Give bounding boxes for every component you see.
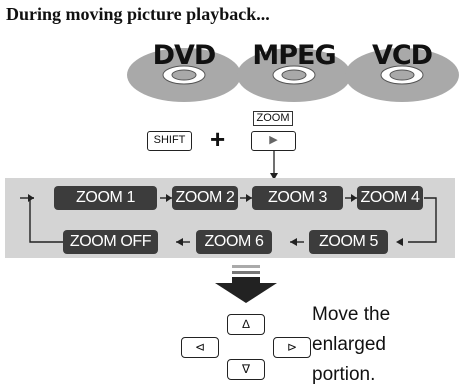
down-key[interactable]: ∇ <box>227 359 265 380</box>
left-key[interactable]: ⊲ <box>181 337 219 358</box>
zoom-key-caption: ZOOM <box>253 111 293 126</box>
plus-sign: + <box>210 124 226 154</box>
shift-key[interactable]: SHIFT <box>147 131 192 151</box>
zoom-play-key[interactable]: ▶ <box>251 131 296 151</box>
zoom-2-pill: ZOOM 2 <box>172 186 238 210</box>
disc-label-vcd: VCD <box>371 40 433 71</box>
move-instruction: Move the enlarged portion. <box>312 300 462 390</box>
zoom-off-pill: ZOOM OFF <box>63 230 158 254</box>
key-connector-line <box>270 151 278 180</box>
vcd-disc-icon <box>345 48 459 102</box>
zoom-flow-arrows <box>20 194 437 246</box>
zoom-3-pill: ZOOM 3 <box>252 186 343 210</box>
disc-label-dvd: DVD <box>152 40 217 71</box>
zoom-4-pill: ZOOM 4 <box>357 186 423 210</box>
zoom-6-pill: ZOOM 6 <box>196 230 272 254</box>
zoom-1-pill: ZOOM 1 <box>54 186 157 210</box>
down-arrow-graphic <box>215 265 277 303</box>
page-heading: During moving picture playback... <box>6 4 270 24</box>
right-key[interactable]: ⊳ <box>273 337 311 358</box>
play-icon: ▶ <box>269 134 278 146</box>
move-instruction-line1: Move the enlarged <box>312 304 391 355</box>
mpeg-disc-icon <box>237 48 351 102</box>
dvd-disc-icon <box>127 48 241 102</box>
zoom-5-pill: ZOOM 5 <box>309 230 388 254</box>
disc-graphics <box>127 48 459 102</box>
move-instruction-line2: portion. <box>312 364 376 385</box>
disc-label-mpeg: MPEG <box>252 40 336 71</box>
up-key[interactable]: ∆ <box>227 314 265 335</box>
